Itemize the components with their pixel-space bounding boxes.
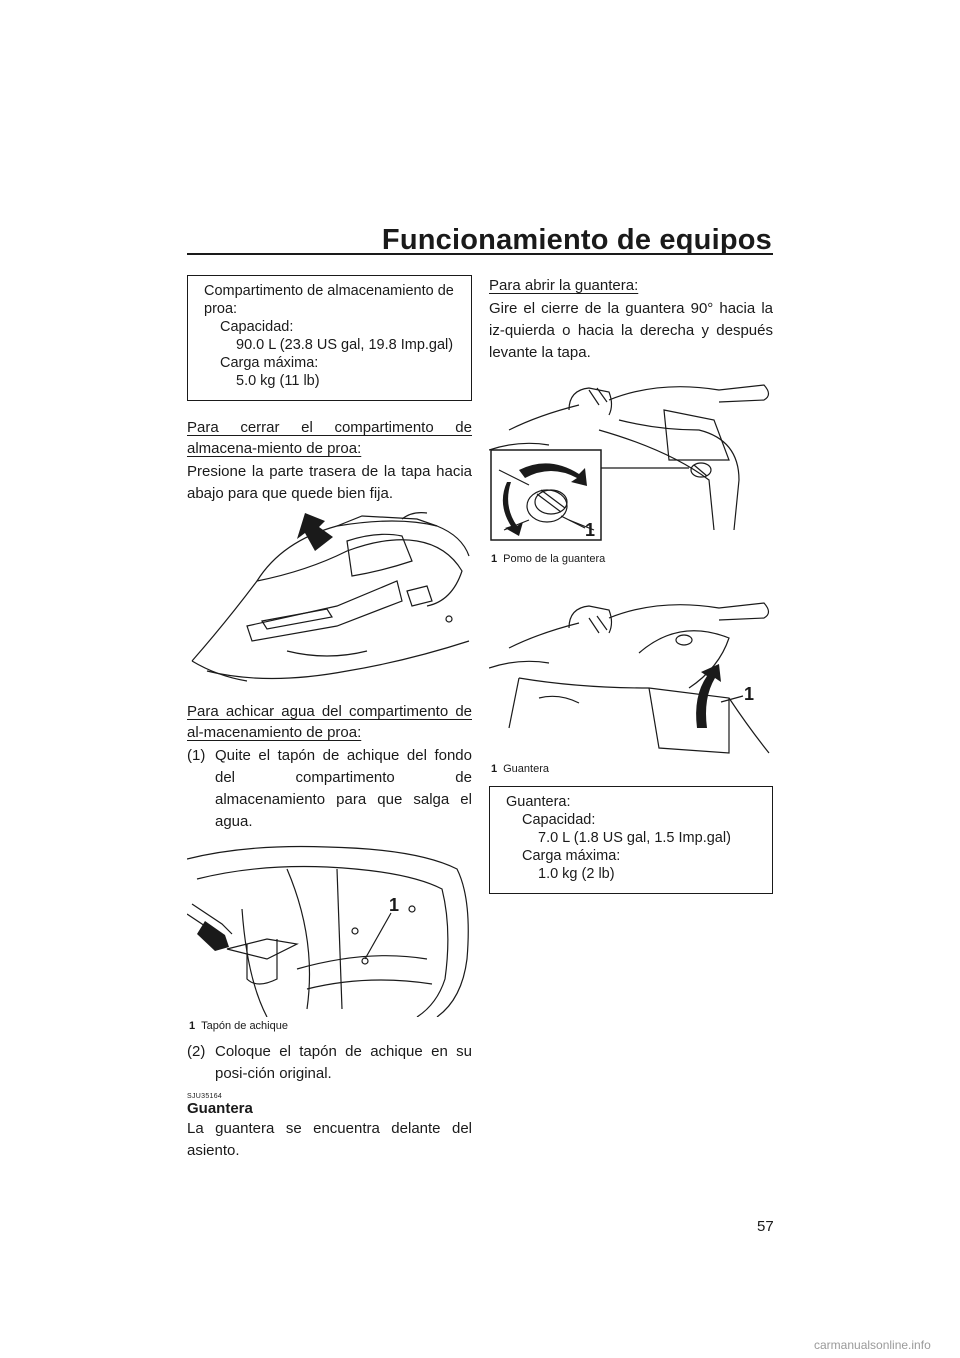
glove-box-spec-box: Guantera: Capacidad: 7.0 L (1.8 US gal, … [489, 786, 773, 894]
glove-box-figure: 1 [489, 578, 773, 760]
bow-hatch-illustration [191, 512, 470, 682]
spec-line: 7.0 L (1.8 US gal, 1.5 Imp.gal) [538, 830, 731, 846]
caption-text: Guantera [503, 763, 549, 775]
spec-line: Capacidad: [220, 319, 294, 335]
drain-plug-figure: 1 [187, 839, 472, 1017]
step-1-number: (1) [187, 747, 206, 764]
spec-line: Capacidad: [522, 812, 596, 828]
caption-number: 1 [491, 763, 498, 775]
section-title: Guantera [187, 1100, 253, 1117]
drain-plug-illustration: 1 [187, 845, 469, 1017]
glove-box-knob-illustration: 1 [489, 384, 770, 541]
step-2-text: Coloque el tapón de achique en su posi-c… [215, 1043, 472, 1082]
glove-box-knob-figure: 1 [489, 370, 773, 550]
open-heading: Para abrir la guantera: [489, 277, 639, 294]
spec-line: Compartimento de almacenamiento de [204, 283, 454, 299]
close-heading: Para cerrar el compartimento de almacena… [187, 419, 472, 457]
bow-storage-spec-box: Compartimento de almacenamiento de proa:… [187, 275, 472, 401]
step-1: (1) Quite el tapón de achique del fondo … [187, 745, 472, 833]
bow-hatch-figure [187, 511, 472, 691]
spec-line: 1.0 kg (2 lb) [538, 866, 615, 882]
step-1-text: Quite el tapón de achique del fondo del … [215, 747, 472, 830]
page-title: Funcionamiento de equipos [381, 224, 772, 256]
spec-line: Carga máxima: [220, 355, 319, 371]
section-code: SJU35164 [187, 1093, 223, 1100]
caption-text: Pomo de la guantera [503, 553, 606, 565]
open-text: Gire el cierre de la guantera 90° hacia … [489, 300, 773, 361]
watermark: carmanualsonline.info [814, 1338, 931, 1352]
drain-plug-callout: 1 [389, 895, 399, 915]
glove-box-illustration: 1 [489, 602, 770, 754]
glove-box-callout: 1 [744, 684, 754, 704]
spec-line: Guantera: [506, 794, 571, 810]
header-rule [187, 253, 773, 255]
caption-text: Tapón de achique [201, 1020, 288, 1032]
drain-plug-caption: 1 Tapón de achique [187, 1019, 472, 1033]
step-2-number: (2) [187, 1043, 206, 1060]
caption-number: 1 [491, 553, 498, 565]
right-column: Para abrir la guantera: Gire el cierre d… [489, 275, 773, 894]
close-text: Presione la parte trasera de la tapa hac… [187, 463, 472, 502]
page-number: 57 [757, 1218, 774, 1235]
step-2: (2) Coloque el tapón de achique en su po… [187, 1041, 472, 1085]
spec-line: 90.0 L (23.8 US gal, 19.8 Imp.gal) [236, 337, 454, 353]
caption-number: 1 [189, 1020, 196, 1032]
glove-box-caption: 1 Guantera [489, 762, 773, 776]
spec-line: proa: [204, 301, 238, 317]
spec-line: 5.0 kg (11 lb) [236, 373, 320, 389]
drain-heading: Para achicar agua del compartimento de a… [187, 703, 472, 741]
section-text: La guantera se encuentra delante del asi… [187, 1120, 472, 1159]
spec-line: Carga máxima: [522, 848, 621, 864]
left-column: Compartimento de almacenamiento de proa:… [187, 275, 472, 1162]
glove-box-knob-caption: 1 Pomo de la guantera [489, 552, 773, 566]
glove-box-knob-callout: 1 [585, 520, 595, 540]
